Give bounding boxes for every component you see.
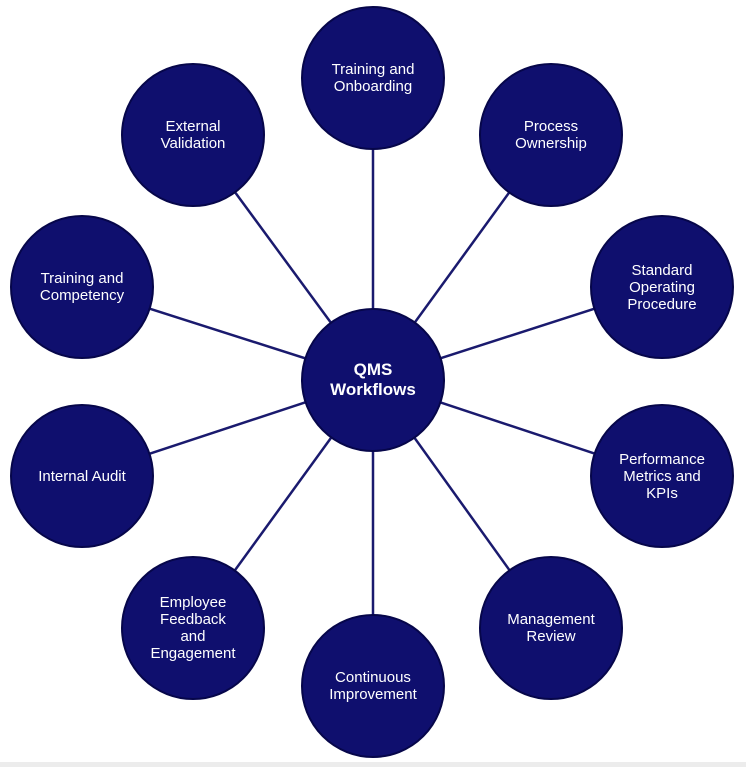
node-internal-audit: Internal Audit — [10, 404, 154, 548]
node-employee-feedback-engagement: Employee Feedback and Engagement — [121, 556, 265, 700]
node-continuous-improvement: Continuous Improvement — [301, 614, 445, 758]
node-process-ownership: Process Ownership — [479, 63, 623, 207]
bottom-border — [0, 762, 746, 767]
node-management-review: Management Review — [479, 556, 623, 700]
node-external-validation: External Validation — [121, 63, 265, 207]
node-performance-metrics-kpis: Performance Metrics and KPIs — [590, 404, 734, 548]
node-training-onboarding: Training and Onboarding — [301, 6, 445, 150]
node-standard-operating-procedure: Standard Operating Procedure — [590, 215, 734, 359]
node-training-competency: Training and Competency — [10, 215, 154, 359]
center-node-qms-workflows: QMS Workflows — [301, 308, 445, 452]
